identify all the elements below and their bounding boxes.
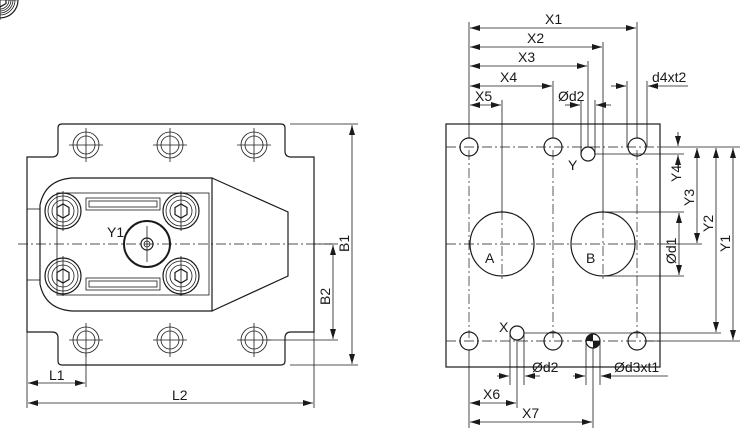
clamp-bolts: [0, 0, 200, 297]
label-d1: Ød1: [663, 237, 679, 264]
label-l1: L1: [49, 367, 65, 383]
label-d2-bottom: Ød2: [532, 359, 559, 375]
label-x6: X6: [483, 386, 500, 402]
label-b1: B1: [336, 235, 352, 252]
label-d4xt2: d4xt2: [652, 69, 686, 85]
clamp-body: [39, 177, 289, 312]
label-y1: Y1: [107, 224, 124, 240]
slot-bottom: [85, 277, 161, 291]
label-l2: L2: [172, 387, 188, 403]
label-x4: X4: [500, 69, 517, 85]
label-y3: Y3: [681, 189, 697, 206]
label-x3: X3: [518, 49, 535, 65]
left-view-clamp-assembly: Y1 B1 B2 L1 L2: [0, 0, 358, 408]
slot-top: [85, 197, 161, 211]
label-x2: X2: [527, 30, 544, 46]
label-d2-top: Ød2: [558, 88, 585, 104]
port-y: [580, 146, 596, 162]
label-y4: Y4: [668, 165, 684, 182]
label-b: B: [586, 250, 595, 266]
label-x1: X1: [545, 11, 562, 27]
label-x: X: [499, 319, 509, 335]
label-y: Y: [568, 157, 578, 173]
label-a: A: [485, 250, 495, 266]
port-x: [509, 325, 525, 341]
label-d3xt1: Ød3xt1: [614, 359, 659, 375]
label-y1: Y1: [717, 235, 733, 252]
right-view-port-pattern: A B Y X X1 X2 X3 X4 X5 Ød2: [445, 11, 740, 428]
label-x5: X5: [475, 88, 492, 104]
label-x7: X7: [522, 405, 539, 421]
label-y2: Y2: [700, 215, 716, 232]
label-b2: B2: [317, 288, 333, 305]
